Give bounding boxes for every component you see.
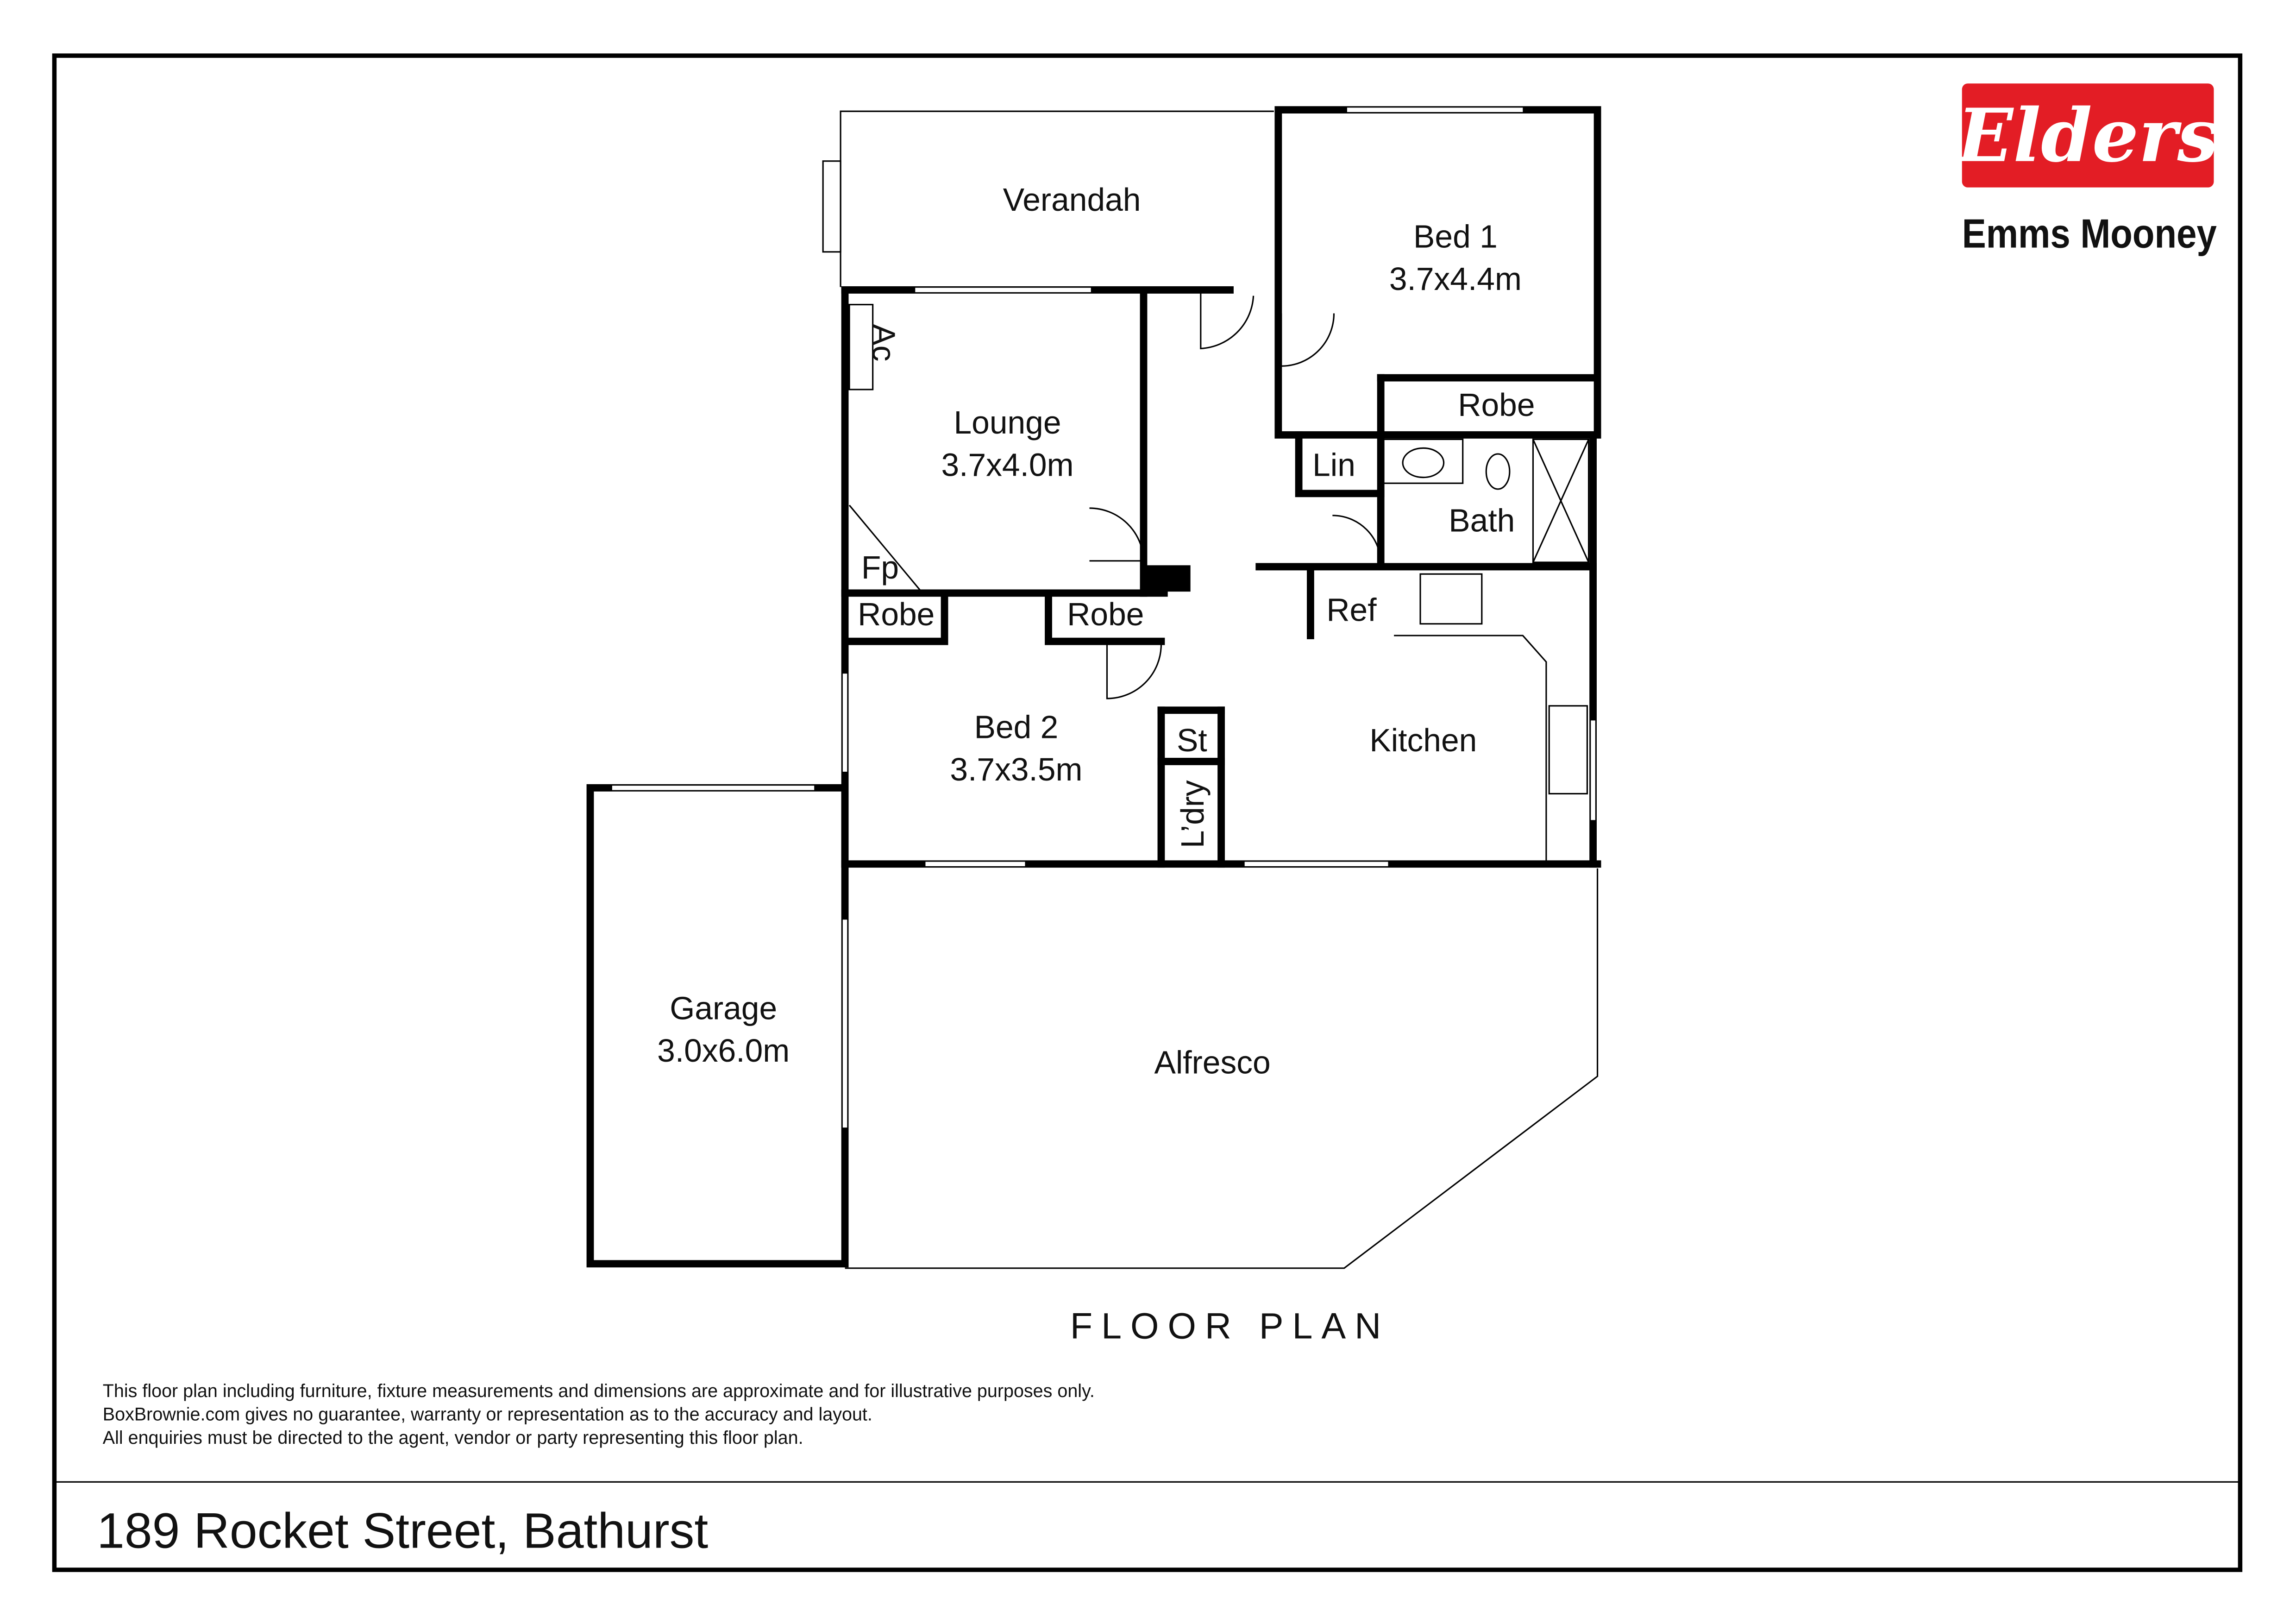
room-alfresco: Alfresco	[1154, 1044, 1270, 1080]
page-frame	[52, 53, 2243, 1572]
room-bed1-name: Bed 1	[1413, 218, 1498, 254]
room-garage-size: 3.0x6.0m	[657, 1032, 790, 1069]
disclaimer-line-1: This floor plan including furniture, fix…	[103, 1381, 1095, 1401]
room-fp: Fp	[861, 549, 899, 585]
room-robe-bed2: Robe	[1067, 596, 1144, 632]
room-robe-lounge: Robe	[858, 596, 935, 632]
disclaimer-line-2: BoxBrownie.com gives no guarantee, warra…	[103, 1404, 872, 1425]
disclaimer-line-3: All enquiries must be directed to the ag…	[103, 1428, 803, 1448]
floor-plan-drawing	[586, 106, 1601, 1269]
room-laundry: L’dry	[1174, 780, 1211, 848]
svg-text:Elders: Elders	[1956, 93, 2219, 179]
room-bath: Bath	[1449, 503, 1515, 539]
room-lounge-name: Lounge	[954, 404, 1061, 441]
room-st: St	[1177, 722, 1207, 758]
elders-logo: Elders	[1956, 83, 2219, 188]
property-address: 189 Rocket Street, Bathurst	[97, 1503, 708, 1559]
room-bed2-name: Bed 2	[974, 709, 1059, 745]
agency-name: Emms Mooney	[1962, 210, 2217, 256]
room-lounge-size: 3.7x4.0m	[941, 447, 1073, 483]
room-verandah: Verandah	[1003, 182, 1141, 218]
room-kitchen: Kitchen	[1369, 722, 1477, 758]
room-ac: Ac	[866, 324, 902, 361]
room-robe-bed1: Robe	[1458, 387, 1535, 423]
plan-title: FLOOR PLAN	[1070, 1305, 1390, 1347]
room-bed1-size: 3.7x4.4m	[1389, 261, 1522, 297]
room-lin: Lin	[1312, 447, 1355, 483]
room-garage-name: Garage	[670, 990, 777, 1026]
room-bed2-size: 3.7x3.5m	[950, 751, 1082, 787]
room-ref: Ref	[1326, 592, 1377, 628]
